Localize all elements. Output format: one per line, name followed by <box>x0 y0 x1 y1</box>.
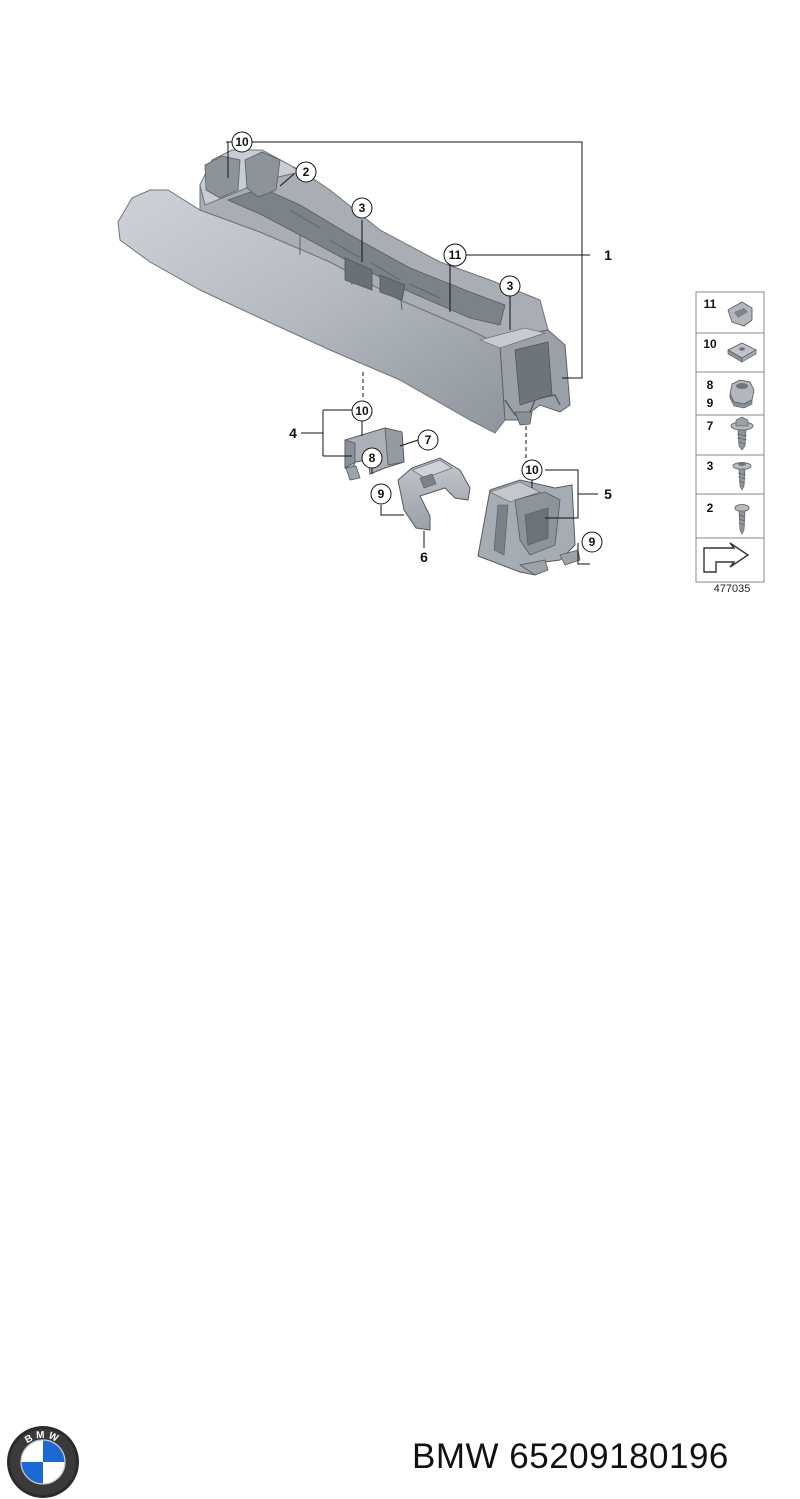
callout-7: 7 <box>417 429 439 451</box>
svg-text:11: 11 <box>704 297 717 311</box>
svg-text:3: 3 <box>359 201 366 215</box>
brand-name: BMW <box>412 1437 500 1476</box>
leader-lines <box>226 141 598 565</box>
svg-text:8: 8 <box>707 378 714 392</box>
svg-text:11: 11 <box>449 248 462 262</box>
svg-text:5: 5 <box>604 486 612 502</box>
bracket-part-6 <box>397 457 471 531</box>
callout-3-lower: 3 <box>499 275 521 297</box>
callout-9-left: 9 <box>370 483 392 505</box>
footer: BMW BMW 65209180196 <box>0 700 800 1498</box>
diagram-code: 477035 <box>714 583 751 595</box>
callout-10-left: 10 <box>351 400 373 422</box>
center-console <box>117 149 571 434</box>
callout-9-right: 9 <box>581 531 603 553</box>
svg-text:10: 10 <box>235 135 249 149</box>
callout-3-upper: 3 <box>351 197 373 219</box>
svg-text:2: 2 <box>303 165 310 179</box>
collar-screw-icon <box>730 416 754 451</box>
svg-text:3: 3 <box>707 459 714 473</box>
svg-text:3: 3 <box>507 279 514 293</box>
callout-2: 2 <box>295 161 317 183</box>
callout-10-top: 10 <box>231 131 253 153</box>
part-number: 65209180196 <box>509 1437 729 1476</box>
hex-nut-icon <box>729 379 755 409</box>
legend-row-8-9: 8 9 <box>707 378 755 410</box>
callout-5: 5 <box>604 486 612 502</box>
svg-text:9: 9 <box>378 487 385 501</box>
direction-arrow-icon <box>703 542 750 573</box>
bracket-part-5 <box>477 479 581 576</box>
svg-text:10: 10 <box>355 404 369 418</box>
parts-legend: 11 10 8 9 <box>695 291 765 595</box>
callout-6: 6 <box>420 549 428 565</box>
svg-text:7: 7 <box>425 433 432 447</box>
legend-row-10: 10 <box>703 337 757 363</box>
brand-part-number: BMW 65209180196 <box>412 1437 729 1477</box>
callout-11: 11 <box>443 243 467 267</box>
callout-4: 4 <box>289 425 297 441</box>
callout-8: 8 <box>361 447 383 469</box>
svg-text:9: 9 <box>589 535 596 549</box>
legend-row-3: 3 <box>707 459 752 491</box>
svg-text:1: 1 <box>604 247 612 263</box>
clip-nut-icon <box>727 301 753 327</box>
svg-text:10: 10 <box>703 337 717 351</box>
svg-text:7: 7 <box>707 419 714 433</box>
svg-text:8: 8 <box>369 451 376 465</box>
callout-1: 1 <box>604 247 612 263</box>
pan-screw-icon <box>734 504 750 535</box>
washer-screw-icon <box>732 462 752 491</box>
legend-row-7: 7 <box>707 416 754 451</box>
console-cavity <box>226 187 506 326</box>
svg-text:10: 10 <box>525 463 539 477</box>
legend-row-2: 2 <box>707 501 750 535</box>
bmw-logo: BMW <box>7 1426 79 1498</box>
square-nut-icon <box>727 342 757 363</box>
legend-row-11: 11 <box>704 297 753 327</box>
svg-text:6: 6 <box>420 549 428 565</box>
exploded-parts-diagram: 10 2 3 11 3 1 10 4 7 8 9 6 10 <box>117 131 765 595</box>
svg-text:9: 9 <box>707 396 714 410</box>
svg-text:4: 4 <box>289 425 297 441</box>
svg-text:2: 2 <box>707 501 714 515</box>
callout-10-right: 10 <box>521 459 543 481</box>
